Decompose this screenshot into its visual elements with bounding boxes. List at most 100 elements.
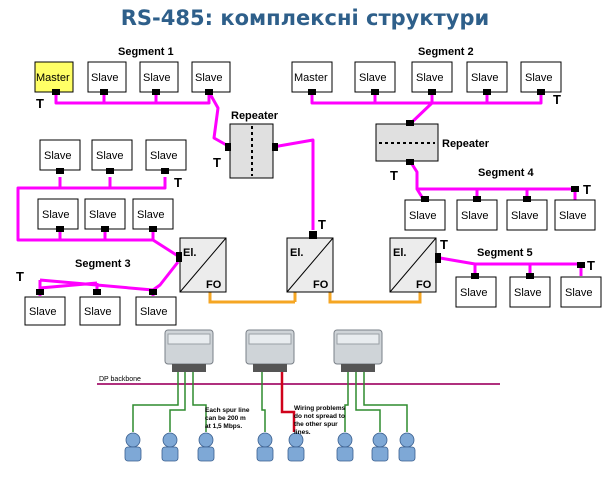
connector <box>101 226 109 232</box>
slave-s2-2[interactable] <box>411 61 453 93</box>
segment-1-label: Segment 1 <box>118 46 174 58</box>
terminator-label: T <box>36 96 44 111</box>
slave-s3-1[interactable] <box>24 296 66 326</box>
connector <box>225 143 231 151</box>
slave-s4-4[interactable] <box>554 199 596 231</box>
slave-ul-6[interactable] <box>132 198 174 230</box>
olm-fo-label: FO <box>313 279 329 291</box>
slave-s4-3[interactable] <box>506 199 548 231</box>
terminator-label: T <box>553 92 561 107</box>
slave-label: Slave <box>91 72 119 84</box>
segment-3-bus <box>38 261 180 296</box>
connector <box>149 226 157 232</box>
connector <box>577 262 585 268</box>
olm-diagonal <box>286 237 334 293</box>
connector <box>309 231 317 239</box>
repeater-1-label: Repeater <box>231 110 279 122</box>
connector <box>100 89 108 95</box>
connector <box>428 89 436 95</box>
repeater-2-label: Repeater <box>442 138 490 150</box>
slave-label: Slave <box>471 72 499 84</box>
terminator-label: T <box>16 269 24 284</box>
slave-s1-1[interactable] <box>87 61 127 93</box>
slave-label: Slave <box>514 287 542 299</box>
terminator-label: T <box>318 217 326 232</box>
connector <box>52 89 60 95</box>
slave-label: Slave <box>96 150 124 162</box>
slave-label: Slave <box>461 210 489 222</box>
connector <box>308 89 316 95</box>
connector <box>406 120 414 126</box>
slave-label: Slave <box>29 306 57 318</box>
slave-label: Slave <box>416 72 444 84</box>
segment-3-label: Segment 3 <box>75 258 131 270</box>
olm-diagonal <box>389 237 437 293</box>
slave-s1-3[interactable] <box>191 61 231 93</box>
note-spur-line-1: Each spur line <box>205 407 250 414</box>
terminator-label: T <box>583 182 591 197</box>
slave-label: Slave <box>559 210 587 222</box>
slave-label: Slave <box>511 210 539 222</box>
slave-label: Slave <box>409 210 437 222</box>
terminator-label: T <box>174 175 182 190</box>
slave-s5-3[interactable] <box>560 276 602 308</box>
slave-label: Slave <box>42 209 70 221</box>
connector <box>526 273 534 279</box>
slave-label: Slave <box>525 72 553 84</box>
connector <box>473 196 481 202</box>
segment-coupler-3[interactable] <box>333 329 383 372</box>
olm-el-label: El. <box>393 247 406 259</box>
master-2-label: Master <box>294 72 328 84</box>
slave-label: Slave <box>84 306 112 318</box>
segment-coupler-2[interactable] <box>245 329 295 372</box>
connector <box>435 253 441 263</box>
connector <box>149 289 157 295</box>
slave-ul-1[interactable] <box>39 139 81 171</box>
terminator-label: T <box>587 258 595 273</box>
connector <box>272 143 278 151</box>
connector <box>93 289 101 295</box>
segment-2-bus <box>310 92 543 126</box>
spur-lines <box>132 372 408 432</box>
connector <box>483 89 491 95</box>
segment-coupler-1[interactable] <box>164 329 214 372</box>
segment-5-label: Segment 5 <box>477 247 533 259</box>
connector <box>571 186 579 192</box>
slave-label: Slave <box>143 72 171 84</box>
segment-1-bus <box>54 91 231 149</box>
slave-s5-1[interactable] <box>455 276 497 308</box>
slave-label: Slave <box>565 287 593 299</box>
slave-ul-3[interactable] <box>145 139 187 171</box>
connector <box>106 168 114 174</box>
slave-label: Slave <box>359 72 387 84</box>
note-wiring-line-1: Wiring problems <box>294 405 346 412</box>
dp-backbone-label: DP backbone <box>99 376 141 383</box>
slave-ul-4[interactable] <box>37 198 79 230</box>
note-wiring-line-2: do not spread to <box>294 413 345 420</box>
segment-upper-left-bus <box>16 177 179 258</box>
slave-s4-1[interactable] <box>404 199 446 231</box>
connector <box>56 226 64 232</box>
connector <box>471 273 479 279</box>
slave-s3-3[interactable] <box>135 296 177 326</box>
connector <box>152 89 160 95</box>
segment-4-label: Segment 4 <box>478 167 535 179</box>
slave-label: Slave <box>44 150 72 162</box>
slave-s2-3[interactable] <box>466 61 508 93</box>
connector <box>205 89 213 95</box>
connector <box>537 89 545 95</box>
note-spur-line-3: at 1,5 Mbps. <box>205 423 242 430</box>
slave-s2-1[interactable] <box>354 61 396 93</box>
connector <box>36 289 44 295</box>
note-wiring-line-4: lines. <box>294 429 311 436</box>
segment-2-label: Segment 2 <box>418 46 474 58</box>
connector <box>371 89 379 95</box>
note-wiring-line-3: the other spur <box>294 421 338 428</box>
connector <box>406 159 414 165</box>
slave-ul-2[interactable] <box>91 139 133 171</box>
segment-4-bus <box>408 160 577 203</box>
olm-fo-label: FO <box>206 279 222 291</box>
terminator-label: T <box>213 155 221 170</box>
slave-s3-2[interactable] <box>79 296 121 326</box>
